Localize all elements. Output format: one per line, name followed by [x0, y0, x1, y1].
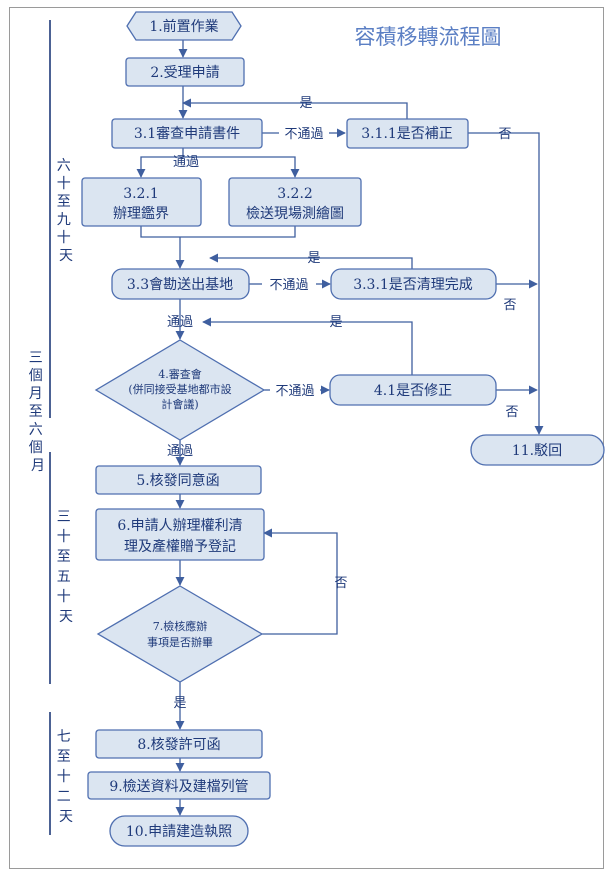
svg-text:3.2.2: 3.2.2 [277, 186, 313, 202]
svg-text:3.2.1: 3.2.1 [123, 186, 159, 202]
svg-text:2.受理申請: 2.受理申請 [150, 65, 219, 81]
svg-text:事項是否辦畢: 事項是否辦畢 [147, 635, 213, 649]
node-3-3-site-inspection: 3.3會勘送出基地 [111, 268, 250, 300]
svg-text:6.申請人辦理權利清: 6.申請人辦理權利清 [117, 518, 242, 534]
node-3-2-2-site-drawing: 3.2.2 檢送現場測繪圖 [228, 177, 362, 227]
node-6-rights-registration: 6.申請人辦理權利清 理及產權贈予登記 [95, 508, 265, 561]
edge-311-yes [182, 98, 408, 119]
edge-31-321 [136, 148, 184, 178]
node-4-1-need-revision: 4.1是否修正 [329, 374, 497, 406]
node-3-1-1-need-correction: 3.1.1是否補正 [346, 118, 469, 149]
node-10-apply-building-permit: 10.申請建造執照 [109, 815, 249, 847]
timeline-phase2-label: 三 十 至 五 十 天 [57, 509, 75, 625]
node-3-1-review-documents: 3.1審查申請書件 [111, 118, 263, 149]
svg-text:理及產權贈予登記: 理及產權贈予登記 [124, 538, 236, 555]
svg-text:3.3.1是否清理完成: 3.3.1是否清理完成 [353, 277, 473, 293]
node-1-preparation: 1.前置作業 [126, 11, 242, 41]
svg-text:3.3會勘送出基地: 3.3會勘送出基地 [127, 276, 233, 293]
svg-text:9.檢送資料及建檔列管: 9.檢送資料及建檔列管 [109, 778, 248, 795]
svg-text:11.駁回: 11.駁回 [512, 443, 562, 459]
label-4-not-pass: 不通過 [275, 384, 314, 399]
label-33-pass: 通過 [167, 315, 193, 330]
node-11-reject: 11.駁回 [470, 434, 605, 466]
svg-text:10.申請建造執照: 10.申請建造執照 [126, 824, 232, 840]
node-9-file-records: 9.檢送資料及建檔列管 [87, 771, 271, 800]
svg-text:(併同接受基地都市設: (併同接受基地都市設 [128, 382, 231, 396]
label-41-yes: 是 [329, 315, 342, 330]
label-31-pass: 通過 [173, 155, 199, 170]
timeline-phase3-label: 七 至 十 二 天 [57, 729, 75, 825]
svg-text:7.檢核應辦: 7.檢核應辦 [153, 619, 208, 633]
svg-text:4.審查會: 4.審查會 [158, 367, 202, 381]
svg-text:辦理鑑界: 辦理鑑界 [113, 205, 169, 222]
label-311-yes: 是 [299, 96, 312, 111]
edge-311-no [468, 132, 544, 435]
label-7-yes: 是 [173, 696, 186, 711]
label-7-no: 否 [334, 576, 347, 591]
svg-text:3.1審查申請書件: 3.1審查申請書件 [134, 126, 240, 142]
svg-text:4.1是否修正: 4.1是否修正 [374, 383, 452, 399]
label-331-yes: 是 [307, 251, 320, 266]
node-8-issue-permit: 8.核發許可函 [95, 729, 263, 759]
node-3-2-1-boundary-survey: 3.2.1 辦理鑑界 [81, 177, 202, 227]
svg-text:8.核發許可函: 8.核發許可函 [137, 737, 220, 753]
diagram-title: 容積移轉流程圖 [355, 25, 502, 49]
diagram-frame [9, 7, 604, 869]
node-5-issue-consent-letter: 5.核發同意函 [95, 465, 262, 495]
label-311-no: 否 [498, 127, 511, 142]
label-4-pass: 通過 [167, 444, 193, 459]
node-4-review-meeting: 4.審查會 (併同接受基地都市設 計會議) [94, 339, 266, 441]
node-2-accept-application: 2.受理申請 [125, 57, 245, 87]
svg-text:計會議): 計會議) [161, 397, 198, 411]
edge-7-no [262, 528, 338, 635]
svg-text:檢送現場測繪圖: 檢送現場測繪圖 [246, 205, 344, 222]
edge-31-322 [183, 156, 300, 178]
node-3-3-1-cleared: 3.3.1是否清理完成 [330, 268, 497, 300]
label-33-not-pass: 不通過 [269, 278, 308, 293]
svg-text:3.1.1是否補正: 3.1.1是否補正 [361, 126, 453, 142]
label-331-no: 否 [503, 298, 516, 313]
timeline-total-label: 三 個 月 至 六 個 月 [29, 350, 47, 474]
svg-text:5.核發同意函: 5.核發同意函 [136, 472, 219, 489]
label-41-no: 否 [505, 405, 518, 420]
edge-32-merge [140, 226, 296, 238]
timeline-phase1-label: 六 十 至 九 十 天 [57, 158, 75, 264]
svg-text:1.前置作業: 1.前置作業 [149, 18, 218, 35]
label-31-not-pass: 不通過 [284, 127, 323, 142]
edge-41-yes [202, 317, 413, 375]
node-7-check-completion: 7.檢核應辦 事項是否辦畢 [96, 585, 264, 683]
edge-331-yes [209, 253, 413, 269]
